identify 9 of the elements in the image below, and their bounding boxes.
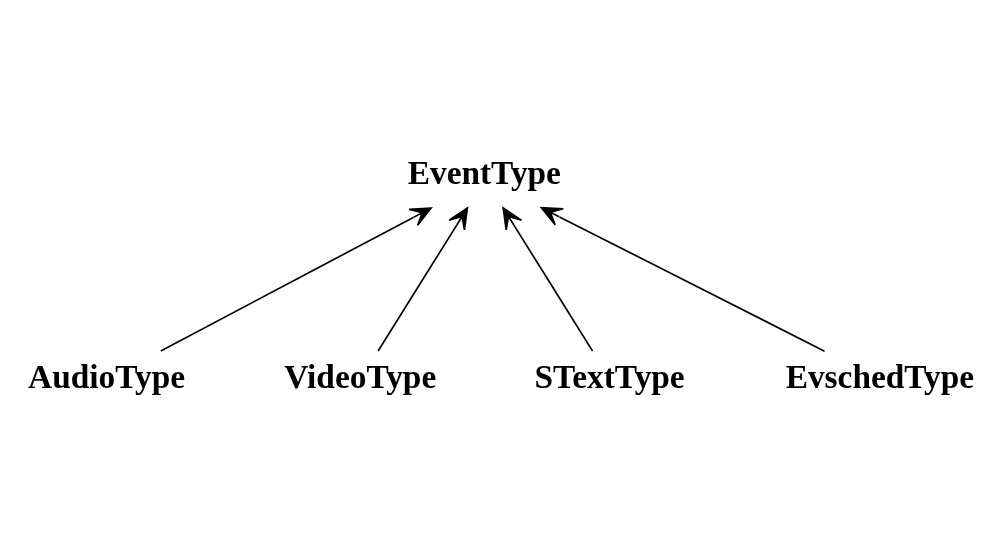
node-text: VideoType — [284, 357, 437, 395]
arrow — [159, 206, 432, 352]
arrow — [377, 206, 469, 352]
arrow — [540, 206, 826, 352]
node-text: EvschedType — [785, 357, 975, 395]
node-text: AudioType — [28, 357, 186, 395]
node-text: EventType — [407, 153, 561, 191]
arrow — [502, 206, 594, 352]
node-text: STextType — [534, 357, 685, 395]
